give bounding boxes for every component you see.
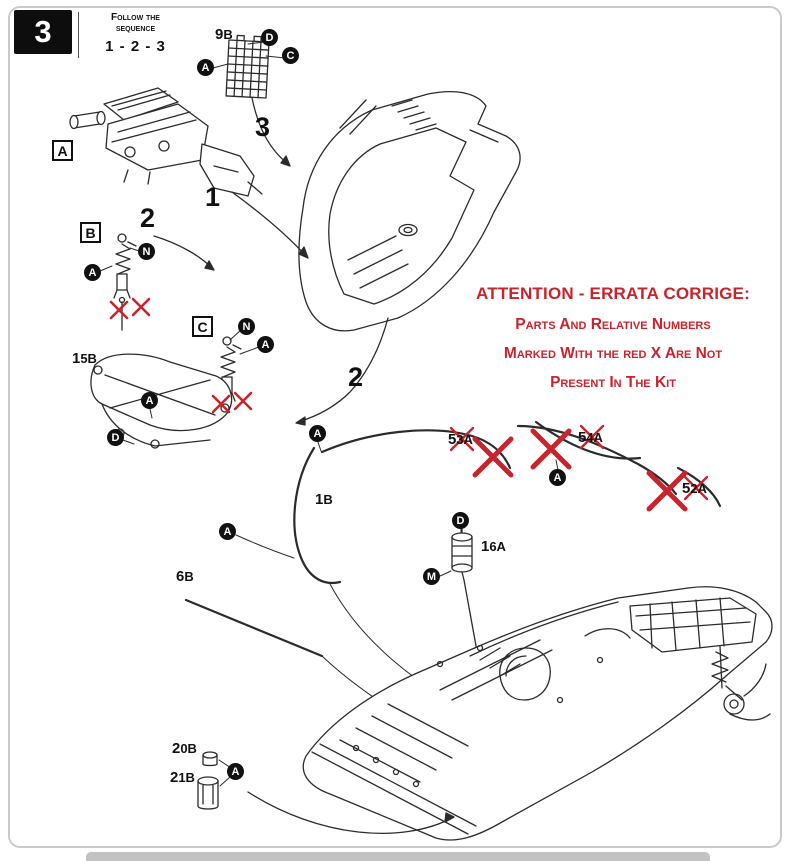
callout-a-grille: A (197, 59, 214, 76)
part-15b-drawing (90, 353, 233, 449)
sequence-note-line2: sequence (115, 23, 156, 34)
part-label-52a-crossed: 52A (682, 480, 707, 497)
next-panel-edge (86, 852, 710, 861)
body-tub-drawing (298, 91, 521, 332)
callout-a-subframe: A (141, 392, 158, 409)
part-label-16a: 16A (481, 538, 506, 555)
sequence-step-3: 3 (255, 112, 271, 142)
assembly-box-a: A (52, 140, 73, 161)
part-label-6b: 6B (176, 568, 194, 585)
part-label-53a-crossed: 53A (448, 431, 473, 448)
part-9b-drawing (225, 34, 270, 99)
errata-notice: ATTENTION - ERRATA CORRIGE: Parts And Re… (448, 284, 778, 403)
part-b-drawing (113, 233, 137, 304)
callout-a-tube-hoop: A (219, 523, 236, 540)
assembly-box-c: C (192, 316, 213, 337)
sequence-step-2: 2 (140, 203, 156, 233)
errata-line2: Parts And Relative Numbers (515, 316, 711, 333)
part-label-1b: 1B (315, 491, 333, 508)
callout-a-shock-c: A (257, 336, 274, 353)
callout-n-shock-c: N (238, 318, 255, 335)
callout-d-grille: D (261, 29, 278, 46)
errata-title: ATTENTION - ERRATA CORRIGE: (476, 284, 750, 303)
errata-line3: Marked With the red X Are Not (503, 345, 723, 362)
part-21b-drawing (197, 776, 219, 810)
part-label-21b: 21B (170, 769, 195, 786)
part-20b-drawing (202, 751, 218, 767)
sequence-step-2-right: 2 (348, 362, 364, 392)
callout-d-subframe: D (107, 429, 124, 446)
callout-a-shock-b: A (84, 264, 101, 281)
step-number-box: 3 (14, 10, 72, 54)
part-16a-drawing (451, 526, 485, 691)
assembly-flow-arrows (153, 97, 389, 426)
callout-m-filter: M (423, 568, 440, 585)
callout-a-tube-right: A (549, 469, 566, 486)
callout-a-tube-left: A (309, 425, 326, 442)
step-number: 3 (34, 14, 52, 49)
page-border (8, 6, 782, 848)
assembly-box-b: B (80, 222, 101, 243)
sequence-note-line1: Follow the (111, 12, 160, 23)
callout-a-cylinders: A (227, 763, 244, 780)
cylinder-flow-curve (247, 791, 455, 834)
sequence-note: Follow the sequence 1 - 2 - 3 (78, 12, 182, 58)
callout-n-shock-b: N (138, 243, 155, 260)
callout-c-grille: C (282, 47, 299, 64)
part-label-9b: 9B (215, 26, 233, 43)
part-label-54a-crossed: 54A (578, 429, 603, 446)
part-label-20b: 20B (172, 740, 197, 757)
sequence-numbers: 1 - 2 - 3 (105, 38, 166, 55)
engine-assembly-drawing (69, 87, 263, 197)
errata-x-marks (109, 297, 709, 512)
chassis-drawing (302, 586, 773, 841)
sequence-step-1: 1 (205, 182, 221, 212)
part-label-15b: 15B (72, 350, 97, 367)
callout-d-filter: D (452, 512, 469, 529)
errata-line4: Present In The Kit (550, 374, 676, 391)
